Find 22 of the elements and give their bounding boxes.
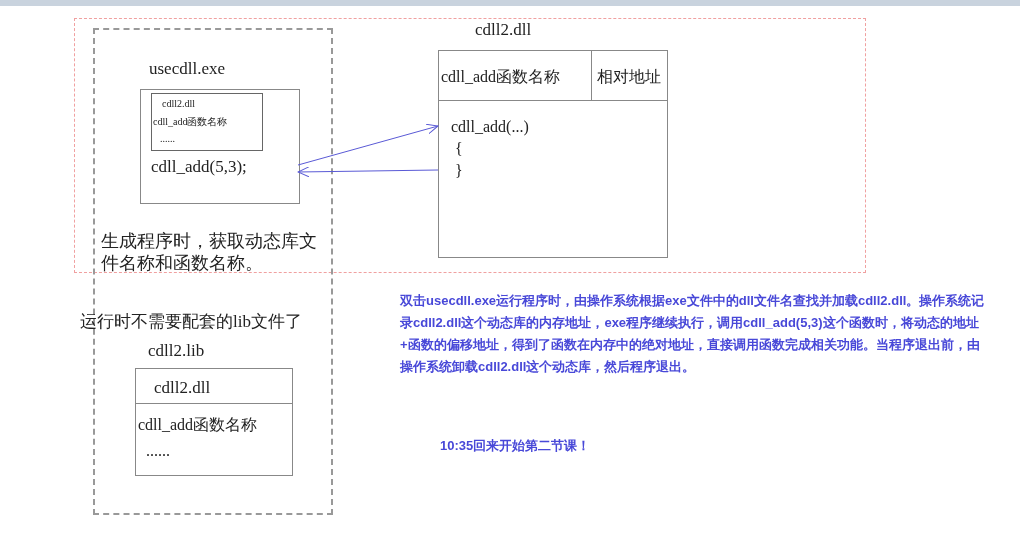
ellipsis: ......	[160, 132, 175, 146]
arrow	[297, 166, 439, 178]
note-text: 双击usecdll.exe运行程序时，由操作系统根据exe文件中的dll文件名查找并加载cdll2.dll。操作系统记录cdll2.dll这个动态库的内存地址，exe程序继续执行，调用cdll_add(5,3)这个函数时，将动态的地址+函数的偏移地址，得到了函数在内存中的绝对地址，直接调用函数完成相关功能。当程序退出前，由操作系统卸载cdll2.dll这个动态库，然后程序退出。	[400, 292, 986, 376]
ellipsis: ......	[146, 441, 170, 461]
function-call: cdll_add(5,3);	[151, 156, 247, 178]
function-definition: cdll_add(...)	[451, 117, 529, 138]
file-name: usecdll.exe	[149, 58, 225, 80]
file-name: cdll2.dll	[475, 19, 532, 41]
note-text: 生成程序时，获取动态库文件名称和函数名称。	[101, 230, 318, 274]
import-table-box	[151, 93, 263, 151]
file-name: cdll2.dll	[162, 97, 196, 111]
note-text: 运行时不需要配套的lib文件了	[80, 311, 302, 333]
function-name: cdll_add函数名称	[441, 67, 561, 87]
function-name: cdll_add函数名称	[138, 415, 258, 435]
brace: {	[455, 139, 463, 159]
brace: }	[455, 161, 463, 181]
arrow	[297, 123, 439, 166]
note-text: 10:35回来开始第二节课！	[440, 437, 591, 455]
file-name: cdll2.dll	[154, 377, 211, 399]
function-name: cdll_add函数名称	[153, 115, 228, 129]
file-name: cdll2.lib	[148, 340, 205, 362]
address-header: 相对地址	[597, 67, 661, 87]
